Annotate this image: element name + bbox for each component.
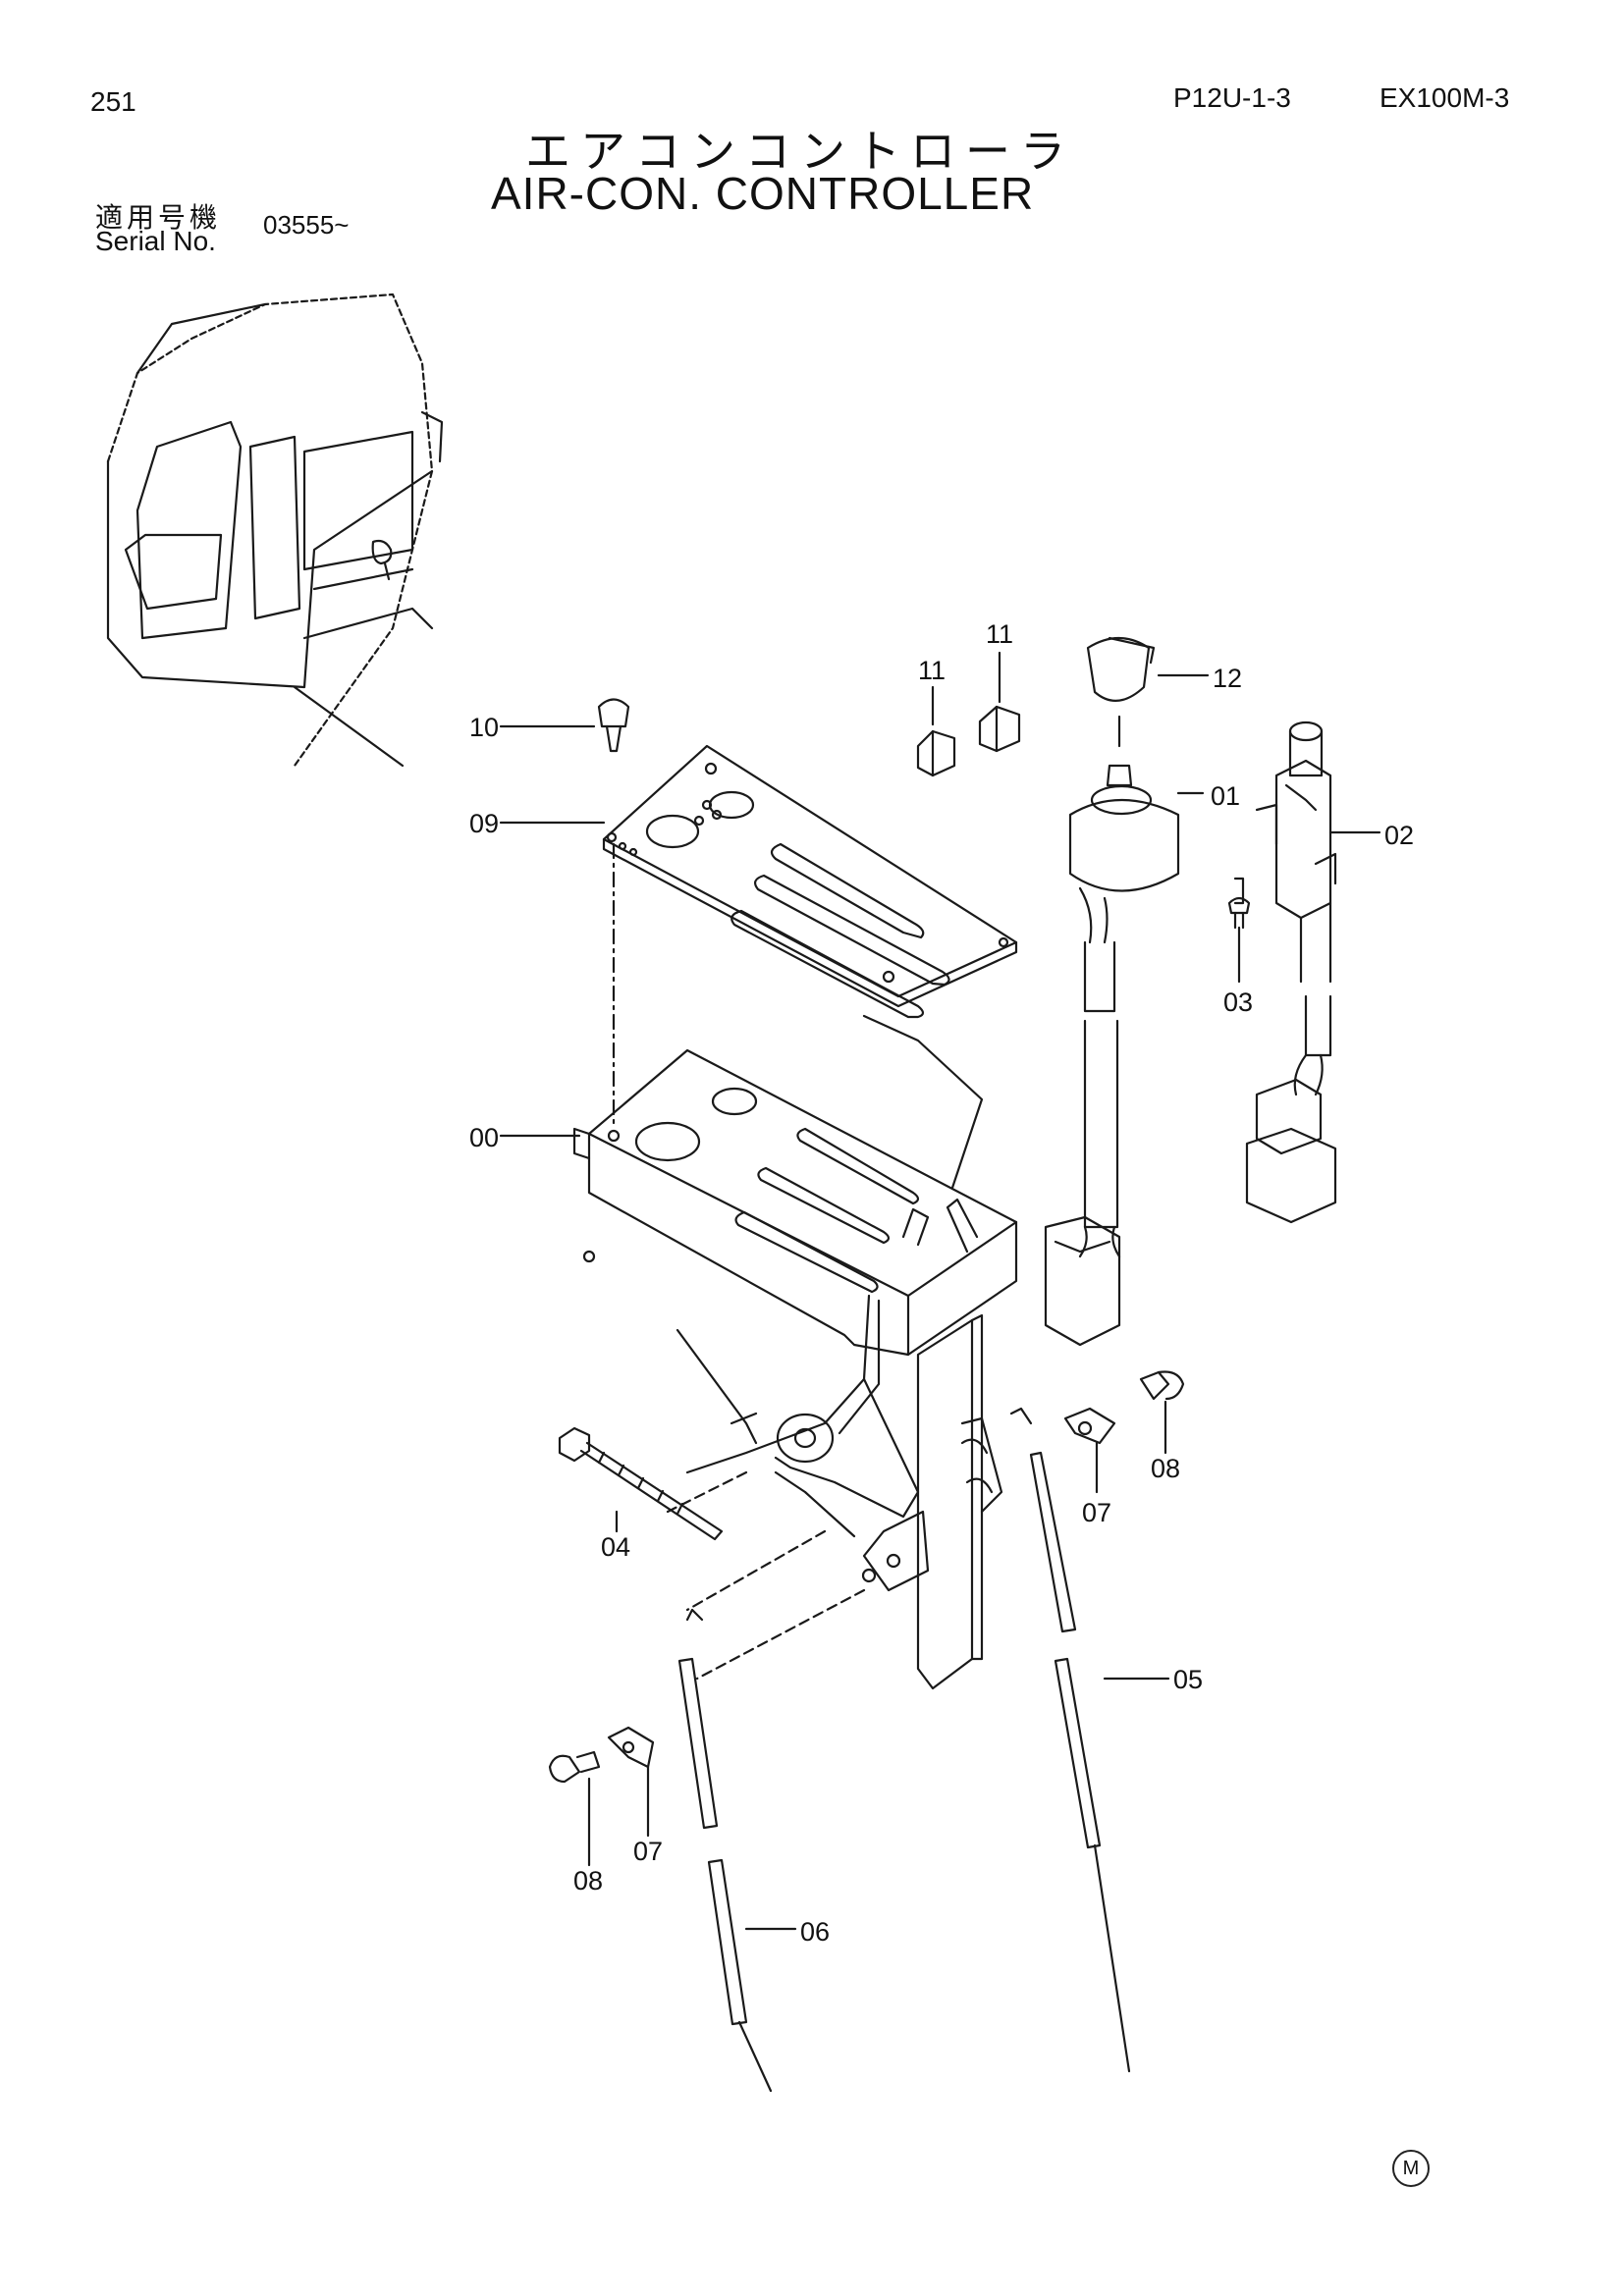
callout-06: 06 [800, 1917, 830, 1947]
callout-07-upper: 07 [1082, 1498, 1111, 1527]
page-title-japanese: エアコンコントローラ [525, 125, 1075, 178]
rivet-part [597, 698, 630, 753]
bolt-upper [1139, 1370, 1185, 1401]
control-cable-left [677, 1608, 773, 2093]
serial-label: Serial No. [95, 226, 216, 256]
callout-04: 04 [601, 1532, 630, 1562]
callout-08-upper: 08 [1151, 1454, 1180, 1483]
slider-knobs [916, 705, 1021, 777]
grille-leader [862, 1014, 984, 1190]
callout-07-lower: 07 [633, 1837, 663, 1866]
cable-clip-upper [1063, 1407, 1116, 1445]
callout-00: 00 [469, 1123, 499, 1152]
grille-plate [602, 744, 1018, 1019]
serial-value: 03555~ [263, 210, 350, 240]
page-title: AIR-CON. CONTROLLER [491, 168, 1035, 219]
bolt-lower [548, 1750, 601, 1784]
cab-inset-illustration [106, 293, 444, 768]
callout-03: 03 [1223, 988, 1253, 1017]
page-number: 251 [90, 86, 136, 117]
control-cable-right [1009, 1407, 1131, 2073]
drawing-code: P12U-1-3 [1173, 82, 1291, 113]
callout-leaders [499, 651, 1381, 1931]
cable-tie [558, 1426, 724, 1541]
cable-clip-lower [607, 1726, 655, 1769]
rotary-switch [1044, 636, 1180, 1347]
callout-11-right: 11 [986, 619, 1013, 649]
callout-12: 12 [1213, 664, 1242, 693]
callout-01: 01 [1211, 781, 1240, 811]
callout-09: 09 [469, 809, 499, 838]
callout-08-lower: 08 [573, 1866, 603, 1896]
model-code: EX100M-3 [1380, 82, 1510, 113]
controller-bracket [572, 1048, 1018, 1690]
manufacturer-mark: M [1392, 2150, 1430, 2187]
serial-label-japanese: 適用号機 [95, 201, 222, 234]
small-screw [1227, 877, 1251, 930]
callout-02: 02 [1384, 821, 1414, 850]
callout-11-left: 11 [918, 656, 946, 685]
callout-05: 05 [1173, 1665, 1203, 1694]
callout-10: 10 [469, 713, 499, 742]
blower-switch [1245, 721, 1337, 1224]
